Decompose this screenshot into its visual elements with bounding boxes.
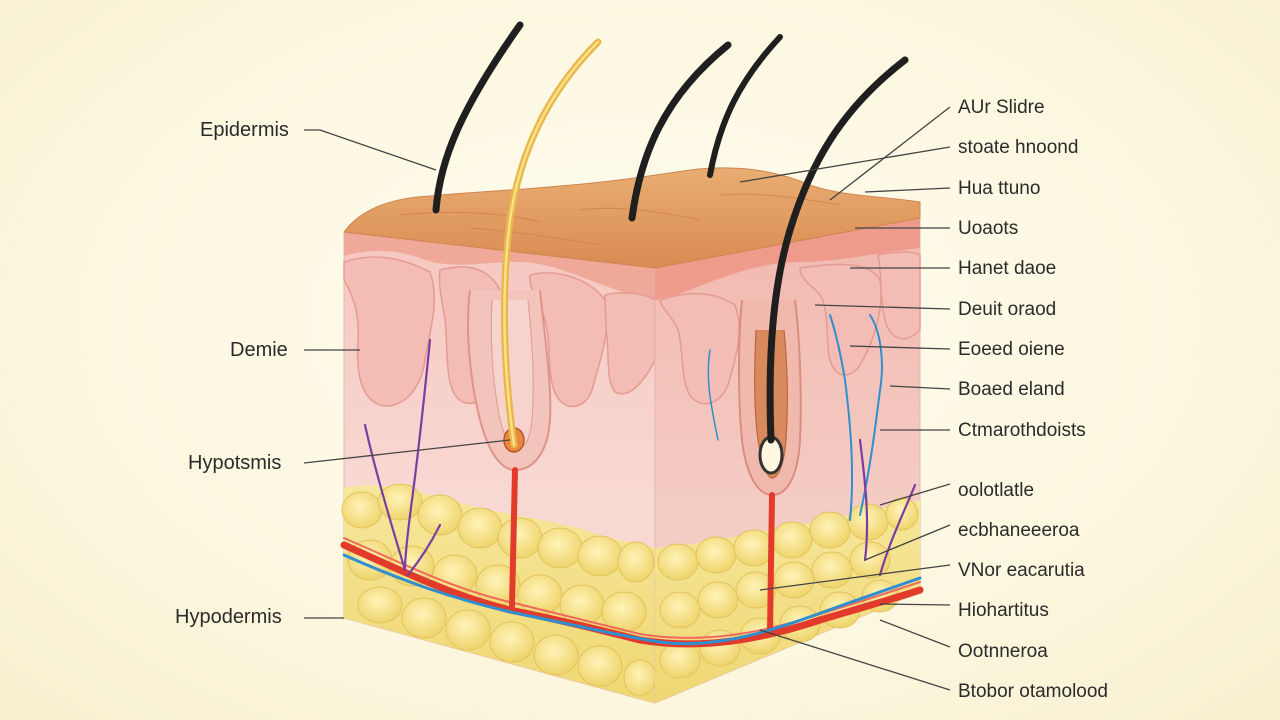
label-right-5: Hanet daoe bbox=[958, 258, 1057, 279]
label-right-3: Hua ttuno bbox=[958, 178, 1041, 199]
side-face bbox=[654, 217, 921, 704]
label-right-7: Eoeed oiene bbox=[958, 339, 1065, 360]
label-right-9: Ctmarothdoists bbox=[958, 420, 1086, 441]
label-right-4: Uoaots bbox=[958, 218, 1019, 239]
nerves bbox=[363, 338, 917, 577]
leader-lines bbox=[303, 106, 951, 691]
label-right-6: Deuit oraod bbox=[958, 299, 1057, 320]
label-right-1: AUr Slidre bbox=[958, 97, 1045, 118]
label-epidermis: Epidermis bbox=[200, 119, 289, 141]
label-hypodermis: Hypodermis bbox=[175, 606, 282, 628]
label-right-10: oolotlatle bbox=[958, 480, 1035, 501]
label-right-15: Btobor otamolood bbox=[958, 681, 1108, 702]
label-right-11: ecbhaneeeroa bbox=[958, 520, 1080, 541]
label-hypotsmis: Hypotsmis bbox=[188, 452, 282, 474]
label-dermis: Demie bbox=[230, 339, 288, 361]
label-right-13: Hiohartitus bbox=[958, 600, 1049, 621]
label-right-8: Boaed eland bbox=[958, 379, 1065, 400]
label-right-12: VNor eacarutia bbox=[958, 560, 1085, 581]
label-right-14: Ootnneroa bbox=[958, 641, 1048, 662]
blood-vessels bbox=[340, 314, 924, 648]
label-right-2: stoate hnoond bbox=[958, 137, 1079, 158]
hairs bbox=[432, 21, 909, 449]
